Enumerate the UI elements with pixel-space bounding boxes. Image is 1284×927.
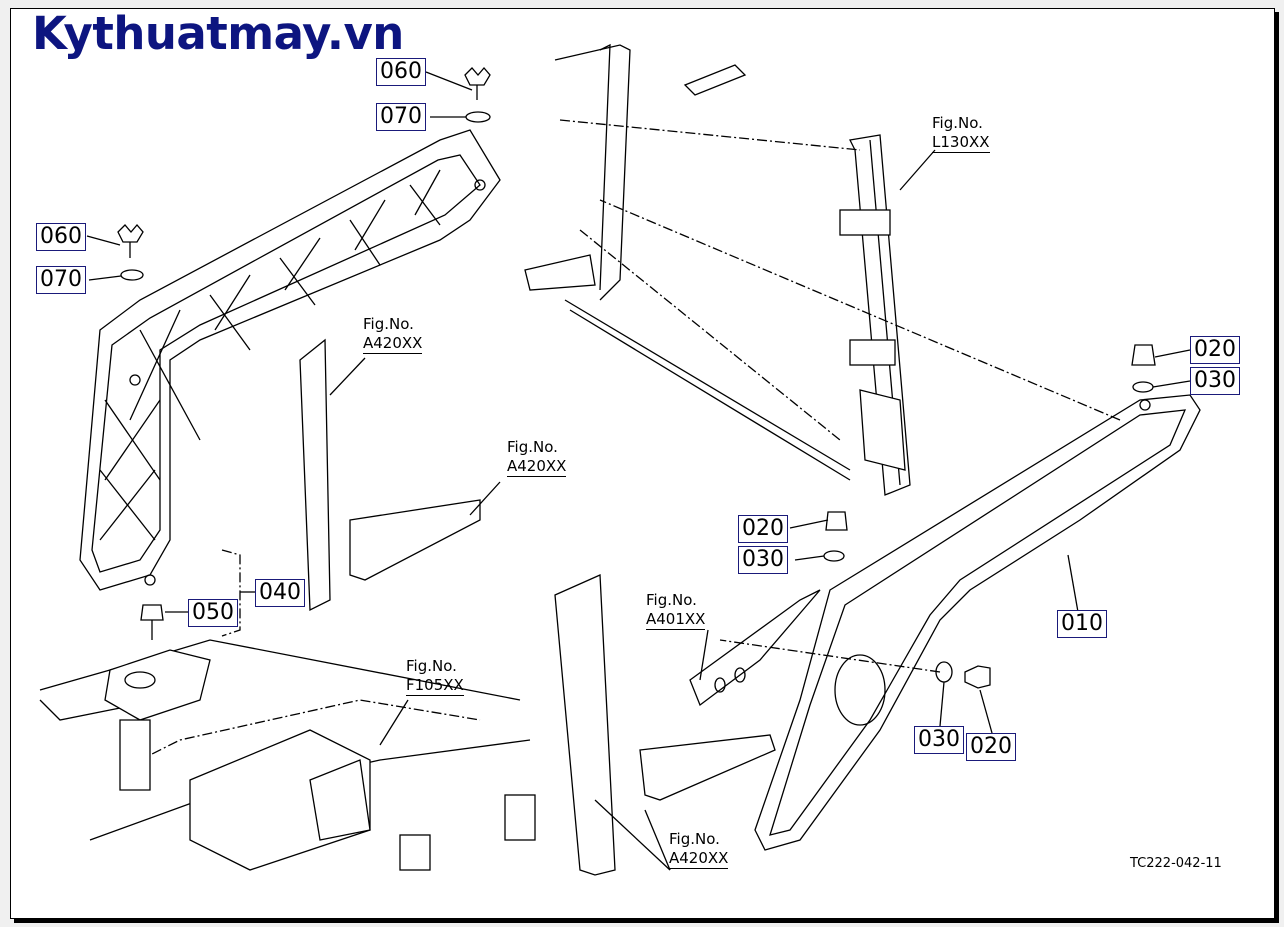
callout-020-right[interactable]: 020 — [1190, 336, 1240, 364]
drawing-id: TC222-042-11 — [1130, 856, 1222, 871]
figref-code: A401XX — [646, 610, 706, 630]
figref-l130[interactable]: Fig.No. L130XX — [932, 114, 990, 153]
figref-code: A420XX — [507, 457, 567, 477]
callout-020-mid[interactable]: 020 — [738, 515, 788, 543]
figref-a420-upper[interactable]: Fig.No. A420XX — [363, 315, 423, 354]
figref-code: L130XX — [932, 133, 990, 153]
figref-label: Fig.No. — [646, 591, 697, 609]
figref-label: Fig.No. — [406, 657, 457, 675]
figref-a420-middle[interactable]: Fig.No. A420XX — [507, 438, 567, 477]
callout-050[interactable]: 050 — [188, 599, 238, 627]
figref-code: F105XX — [406, 676, 464, 696]
a401-bracket — [689, 589, 821, 707]
callout-040[interactable]: 040 — [255, 579, 305, 607]
hardware — [117, 67, 1156, 689]
callout-060-top[interactable]: 060 — [376, 58, 426, 86]
center-bracket — [299, 338, 776, 876]
callout-020-bottom[interactable]: 020 — [966, 733, 1016, 761]
upper-frame — [524, 43, 911, 496]
callout-030-bottom[interactable]: 030 — [914, 726, 964, 754]
figref-a420-lower[interactable]: Fig.No. A420XX — [669, 830, 729, 869]
figref-label: Fig.No. — [669, 830, 720, 848]
callout-030-right[interactable]: 030 — [1190, 367, 1240, 395]
figref-a401[interactable]: Fig.No. A401XX — [646, 591, 706, 630]
figref-label: Fig.No. — [507, 438, 558, 456]
base-frame — [39, 639, 536, 871]
leader-lines — [86, 71, 1191, 871]
callout-060-left[interactable]: 060 — [36, 223, 86, 251]
callout-070-top[interactable]: 070 — [376, 103, 426, 131]
right-side-panel — [754, 394, 1201, 851]
figref-code: A420XX — [669, 849, 729, 869]
figref-f105[interactable]: Fig.No. F105XX — [406, 657, 464, 696]
figref-label: Fig.No. — [932, 114, 983, 132]
callout-070-left[interactable]: 070 — [36, 266, 86, 294]
grille-pattern — [99, 169, 441, 541]
callout-010[interactable]: 010 — [1057, 610, 1107, 638]
callout-030-mid[interactable]: 030 — [738, 546, 788, 574]
figref-code: A420XX — [363, 334, 423, 354]
left-side-panel — [79, 129, 501, 591]
site-watermark-logo: Kythuatmay.vn — [32, 7, 404, 60]
figref-label: Fig.No. — [363, 315, 414, 333]
